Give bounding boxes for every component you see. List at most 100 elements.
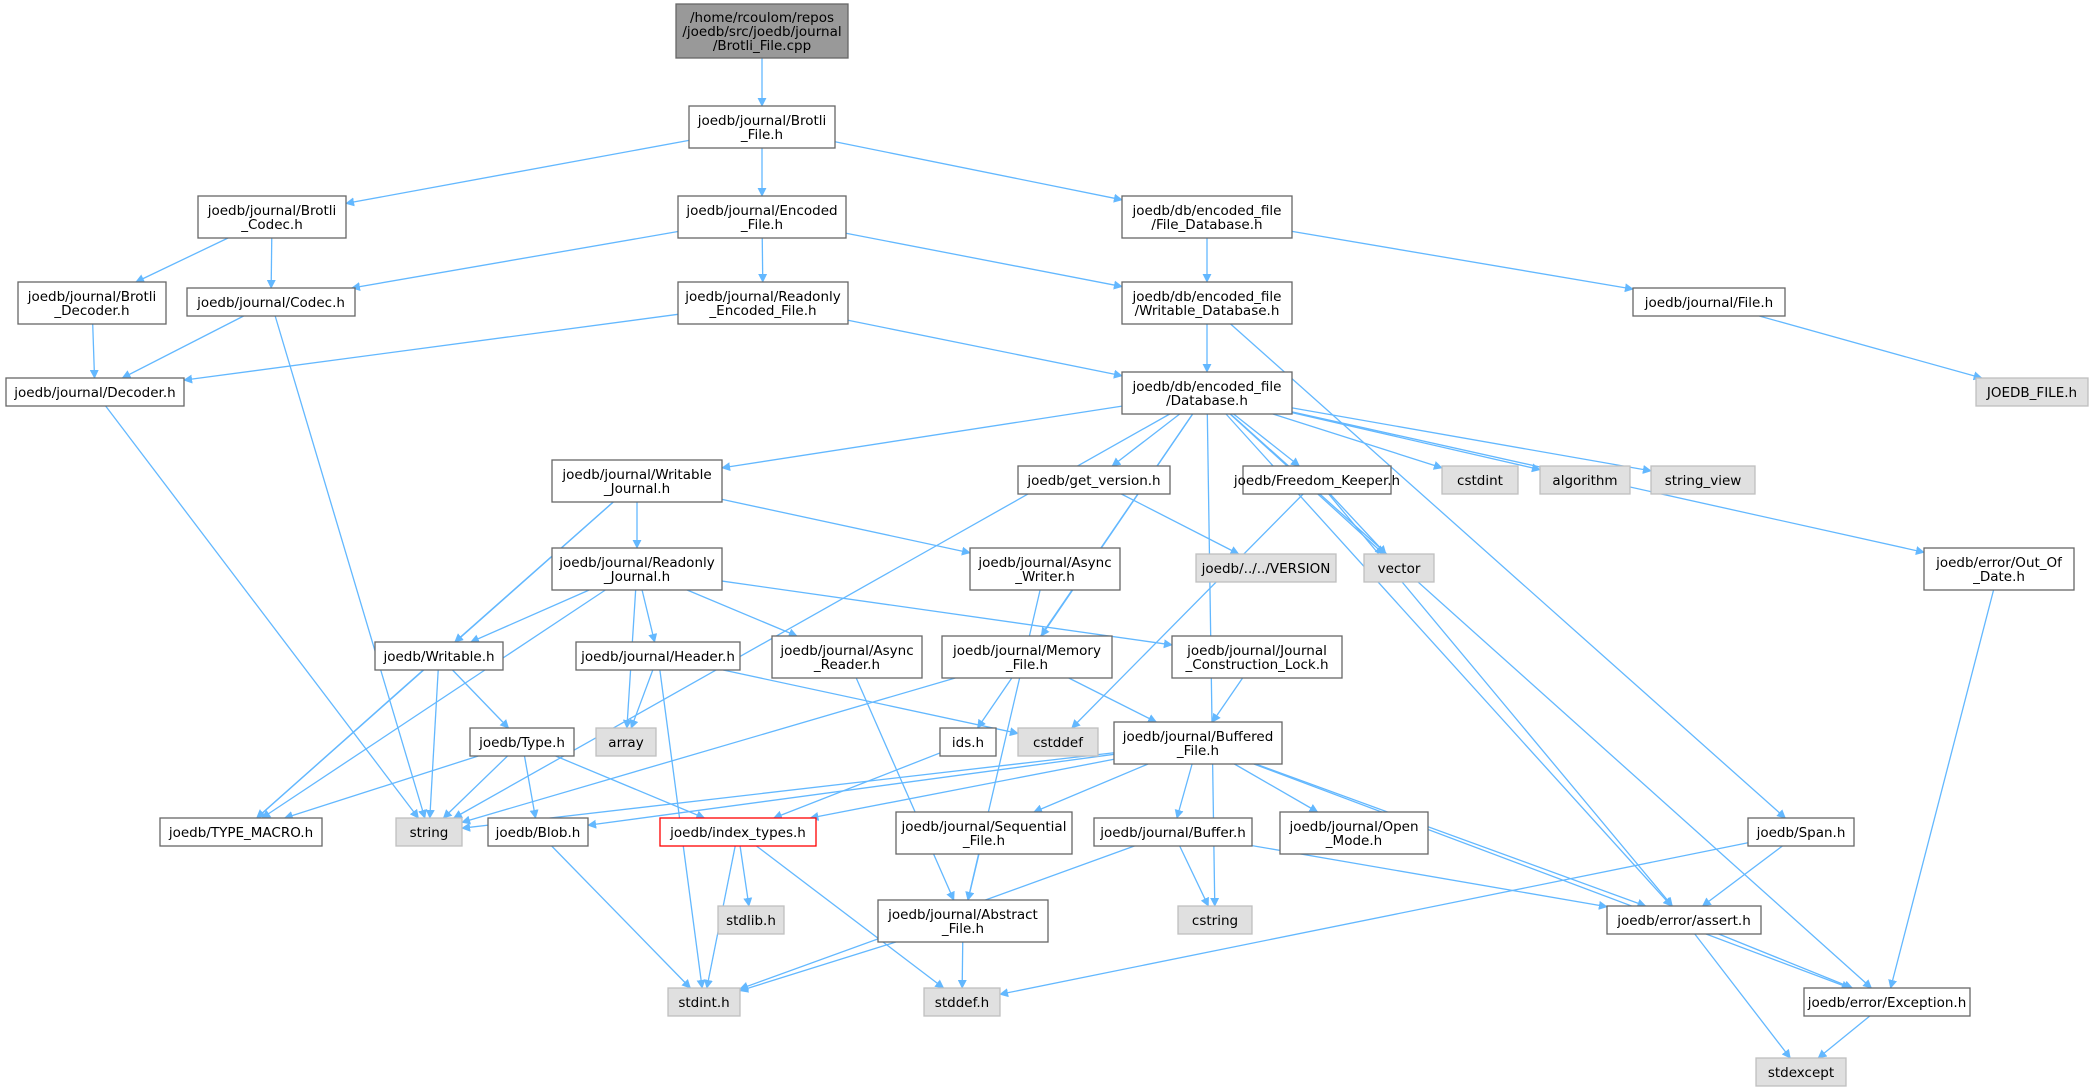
node-box <box>877 899 1049 943</box>
node-ids-h[interactable]: ids.h <box>939 727 997 757</box>
edge-construction_lock_h-to-buffered_file_h <box>1211 677 1244 723</box>
edge-abstract_file_h-to-stddef_h <box>957 941 967 989</box>
node-label-line: /Writable_Database.h <box>1135 303 1280 319</box>
node-readonly-encoded-file-h[interactable]: joedb/journal/Readonly_Encoded_File.h <box>677 281 849 325</box>
node-root[interactable]: /home/rcoulom/repos/joedb/src/joedb/jour… <box>675 3 849 59</box>
node-brotli-codec-h[interactable]: joedb/journal/Brotli_Codec.h <box>197 195 347 239</box>
node-header-h[interactable]: joedb/journal/Header.h <box>575 641 741 671</box>
edge-file_database_h-to-journal_file_h <box>1291 230 1634 293</box>
node-box <box>17 281 167 325</box>
node-box <box>1093 817 1253 847</box>
node-decoder-h[interactable]: joedb/journal/Decoder.h <box>5 377 185 407</box>
node-label-line: string <box>410 825 449 841</box>
node-label-line: joedb/error/Exception.h <box>1807 995 1967 1011</box>
node-memory-file-h[interactable]: joedb/journal/Memory_File.h <box>941 635 1113 679</box>
node-box <box>939 727 997 757</box>
node-async-writer-h[interactable]: joedb/journal/Async_Writer.h <box>969 547 1121 591</box>
node-file-database-h[interactable]: joedb/db/encoded_file/File_Database.h <box>1121 195 1293 239</box>
edge-buffered_file_h-to-assert_h <box>1255 763 1647 908</box>
node-type-macro-h[interactable]: joedb/TYPE_MACRO.h <box>159 817 323 847</box>
node-async-reader-h[interactable]: joedb/journal/Async_Reader.h <box>771 635 923 679</box>
edge-buffered_file_h-to-blob_h <box>587 753 1115 829</box>
node-label-line: joedb/journal/Encoded <box>685 203 837 219</box>
node-box <box>1650 465 1756 495</box>
edge-freedom_keeper_h-to-assert_h <box>1328 493 1673 907</box>
node-box <box>487 817 589 847</box>
node-stdint-h: stdint.h <box>667 987 741 1017</box>
node-writable-database-h[interactable]: joedb/db/encoded_file/Writable_Database.… <box>1121 281 1293 325</box>
node-label-line: _Date.h <box>1972 569 2025 585</box>
node-label-line: joedb/db/encoded_file <box>1132 203 1282 219</box>
node-box <box>677 195 847 239</box>
edge-exception_h-to-stdexcept <box>1817 1015 1871 1059</box>
node-buffer-h[interactable]: joedb/journal/Buffer.h <box>1093 817 1253 847</box>
node-joedb-file-h: JOEDB_FILE.h <box>1975 377 2089 407</box>
node-label-line: joedb/journal/Async <box>779 643 913 659</box>
node-open-mode-h[interactable]: joedb/journal/Open_Mode.h <box>1279 811 1429 855</box>
node-construction-lock-h[interactable]: joedb/journal/Journal_Construction_Lock.… <box>1171 635 1343 679</box>
node-box <box>1803 987 1971 1017</box>
node-box <box>1755 1057 1847 1087</box>
node-brotli-decoder-h[interactable]: joedb/journal/Brotli_Decoder.h <box>17 281 167 325</box>
node-label-line: _Journal.h <box>603 569 670 585</box>
edge-database_h-to-freedom_keeper_h <box>1233 413 1301 467</box>
node-label-line: vector <box>1378 561 1421 577</box>
edge-readonly_encoded_file_h-to-decoder_h <box>183 313 679 384</box>
node-abstract-file-h[interactable]: joedb/journal/Abstract_File.h <box>877 899 1049 943</box>
node-string: string <box>395 817 463 847</box>
node-label-line: joedb/journal/Decoder.h <box>13 385 175 401</box>
node-box <box>677 281 849 325</box>
edge-ids_h-to-index_types_h <box>772 752 941 820</box>
node-box <box>551 459 723 503</box>
node-label-line: array <box>608 735 643 751</box>
node-readonly-journal-h[interactable]: joedb/journal/Readonly_Journal.h <box>551 547 723 591</box>
edge-type_h-to-blob_h <box>523 755 539 819</box>
node-label-line: joedb/journal/Header.h <box>580 649 735 665</box>
node-label-line: stddef.h <box>935 995 989 1011</box>
edge-assert_h-to-exception_h <box>1718 933 1854 990</box>
node-label-line: joedb/journal/Readonly <box>684 289 841 305</box>
node-brotli-file-h[interactable]: joedb/journal/Brotli_File.h <box>688 105 836 149</box>
node-out-of-date-h[interactable]: joedb/error/Out_Of_Date.h <box>1923 547 2075 591</box>
node-box <box>675 3 849 59</box>
node-get-version-h[interactable]: joedb/get_version.h <box>1017 465 1171 495</box>
node-label-line: algorithm <box>1552 473 1617 489</box>
node-box <box>941 635 1113 679</box>
edge-database_h-to-cstdint <box>1272 413 1443 470</box>
node-codec-h[interactable]: joedb/journal/Codec.h <box>186 287 356 317</box>
node-freedom-keeper-h[interactable]: joedb/Freedom_Keeper.h <box>1233 465 1400 495</box>
node-type-h[interactable]: joedb/Type.h <box>469 727 575 757</box>
node-assert-h[interactable]: joedb/error/assert.h <box>1606 905 1762 935</box>
node-encoded-file-h[interactable]: joedb/journal/Encoded_File.h <box>677 195 847 239</box>
node-label-line: _Mode.h <box>1325 833 1382 849</box>
node-label-line: joedb/journal/Open <box>1288 819 1418 835</box>
node-label-line: _Construction_Lock.h <box>1184 657 1328 673</box>
node-box <box>1195 553 1337 583</box>
edge-journal_file_h-to-joedb_file_h <box>1759 315 1983 381</box>
edge-type_h-to-type_macro_h <box>283 755 479 820</box>
node-label-line: /joedb/src/joedb/journal <box>682 24 841 40</box>
edge-type_h-to-string <box>442 755 508 819</box>
node-buffered-file-h[interactable]: joedb/journal/Buffered_File.h <box>1113 721 1283 765</box>
node-label-line: joedb/journal/Brotli <box>697 113 827 129</box>
node-box <box>1171 635 1343 679</box>
node-box <box>1975 377 2089 407</box>
node-sequential-file-h[interactable]: joedb/journal/Sequential_File.h <box>895 811 1073 855</box>
node-box <box>717 905 785 935</box>
node-journal-file-h[interactable]: joedb/journal/File.h <box>1632 287 1786 317</box>
node-writable-journal-h[interactable]: joedb/journal/Writable_Journal.h <box>551 459 723 503</box>
node-blob-h[interactable]: joedb/Blob.h <box>487 817 589 847</box>
node-exception-h[interactable]: joedb/error/Exception.h <box>1803 987 1971 1017</box>
node-label-line: joedb/Writable.h <box>382 649 494 665</box>
node-box <box>575 641 741 671</box>
node-box <box>969 547 1121 591</box>
node-database-h[interactable]: joedb/db/encoded_file/Database.h <box>1121 371 1293 415</box>
node-writable-h[interactable]: joedb/Writable.h <box>374 641 504 671</box>
node-label-line: joedb/journal/Brotli <box>27 289 157 305</box>
node-span-h[interactable]: joedb/Span.h <box>1747 817 1855 847</box>
node-label-line: joedb/Freedom_Keeper.h <box>1233 473 1400 489</box>
node-index-types-h[interactable]: joedb/index_types.h <box>659 817 817 847</box>
node-label-line: _Reader.h <box>813 657 880 673</box>
node-box <box>469 727 575 757</box>
